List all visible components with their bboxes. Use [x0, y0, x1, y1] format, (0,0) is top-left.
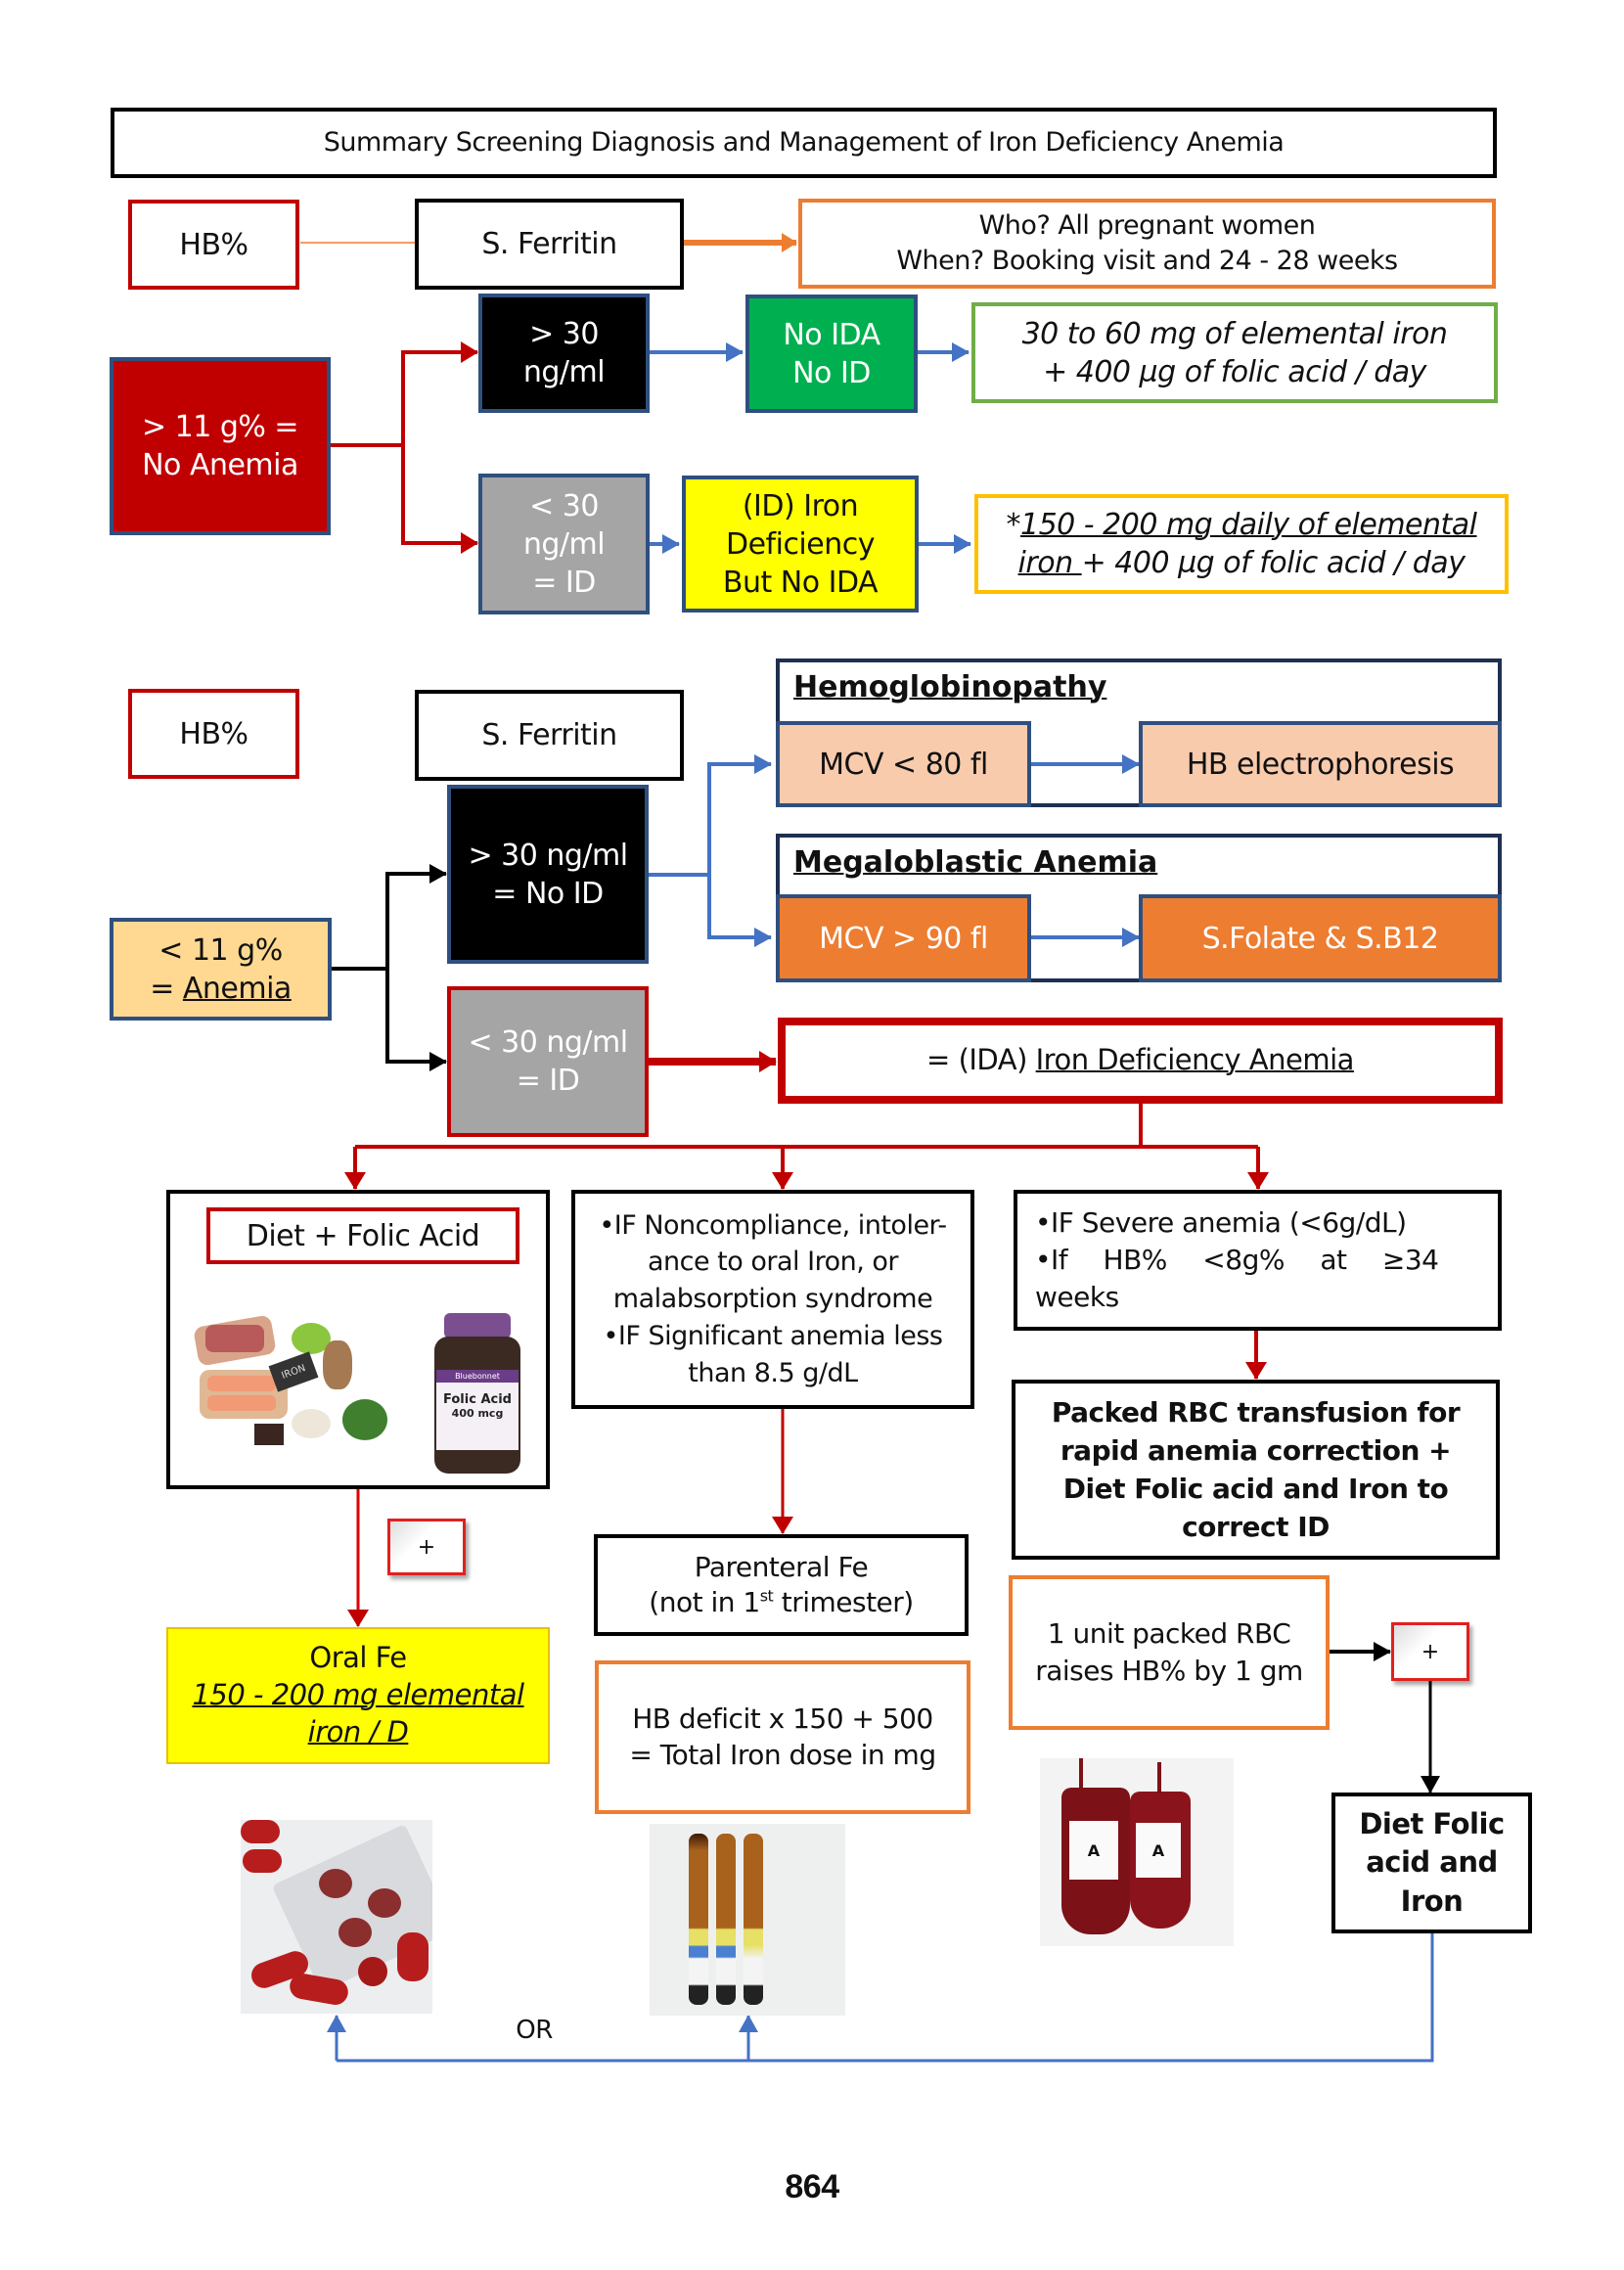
ferritin-high-box: > 30 ng/ml	[478, 294, 650, 413]
no-id-to-megaloblastic	[707, 875, 772, 947]
diet-folic-label: Diet + Folic Acid	[206, 1207, 519, 1264]
hb-electrophoresis-box: HB electrophoresis	[1139, 721, 1502, 807]
iron-tag: IRON	[268, 1351, 319, 1392]
folate-b12-box: S.Folate & S.B12	[1139, 894, 1502, 982]
no-ida-treatment-box: 30 to 60 mg of elemental iron + 400 µg o…	[971, 302, 1498, 403]
oral-fe-box: Oral Fe 150 - 200 mg elemental iron / D	[166, 1627, 550, 1764]
plus-connector-left: +	[387, 1519, 466, 1575]
blood-bags-image: A A	[1040, 1758, 1234, 1946]
megaloblastic-group-bottom	[1031, 978, 1141, 982]
hb-test-box: HB%	[128, 200, 299, 290]
no-anemia-box: > 11 g% = No Anemia	[110, 357, 331, 535]
diet-folic-iron-box: Diet Folic acid and Iron	[1331, 1793, 1532, 1933]
or-label: OR	[516, 2016, 553, 2046]
no-anemia-branch	[329, 341, 478, 447]
no-ida-box: No IDA No ID	[745, 295, 918, 413]
page-number: 864	[785, 2167, 839, 2205]
no-id-box: > 30 ng/ml = No ID	[447, 785, 649, 964]
ferritin-test-box-2: S. Ferritin	[415, 690, 684, 781]
rbc-note-box: 1 unit packed RBC raises HB% by 1 gm	[1009, 1575, 1330, 1730]
transfusion-conditions-box: •IF Severe anemia (<6g/dL) •If HB% <8g% …	[1014, 1190, 1502, 1331]
id-no-ida-box: (ID) Iron Deficiency But No IDA	[682, 476, 919, 613]
iron-dose-formula-box: HB deficit x 150 + 500 = Total Iron dose…	[595, 1660, 970, 1814]
iron-ampoules-image	[650, 1824, 845, 2016]
ferritin-test-box: S. Ferritin	[415, 199, 684, 290]
id-treatment-box: *150 - 200 mg daily of elemental iron + …	[974, 494, 1509, 594]
plus-connector-right: +	[1391, 1622, 1469, 1681]
hb-test-box-2: HB%	[128, 689, 299, 779]
mcv-high-box: MCV > 90 fl	[776, 894, 1031, 982]
diet-box: Diet + Folic Acid IRON Bluebonnet Folic …	[166, 1190, 550, 1489]
parenteral-conditions-box: •IF Noncompliance, intoler-ance to oral …	[571, 1190, 974, 1409]
mcv-low-box: MCV < 80 fl	[776, 721, 1031, 807]
parenteral-fe-box: Parenteral Fe (not in 1st trimester)	[594, 1534, 969, 1636]
anemia-box: < 11 g% = Anemia	[110, 918, 332, 1021]
transfusion-box: Packed RBC transfusion for rapid anemia …	[1012, 1380, 1500, 1560]
id-box: < 30 ng/ml = ID	[447, 986, 649, 1137]
ida-box: = (IDA) Iron Deficiency Anemia	[778, 1018, 1503, 1104]
no-anemia-branch-low	[401, 445, 478, 554]
iron-foods-image: IRON	[186, 1311, 391, 1448]
anemia-branch	[330, 864, 447, 971]
screening-note-box: Who? All pregnant women When? Booking vi…	[798, 199, 1496, 289]
anemia-branch-low	[385, 969, 447, 1071]
page-title: Summary Screening Diagnosis and Manageme…	[111, 108, 1497, 178]
hemoglobinopathy-group-bottom	[1031, 803, 1141, 807]
no-id-to-hemoglobinopathy	[648, 754, 772, 877]
or-loop-line	[337, 1932, 1434, 2063]
folic-acid-bottle-image: Bluebonnet Folic Acid 400 mcg	[430, 1313, 524, 1476]
ferritin-low-box: < 30 ng/ml = ID	[478, 474, 650, 614]
iron-tablets-image	[241, 1820, 432, 2014]
